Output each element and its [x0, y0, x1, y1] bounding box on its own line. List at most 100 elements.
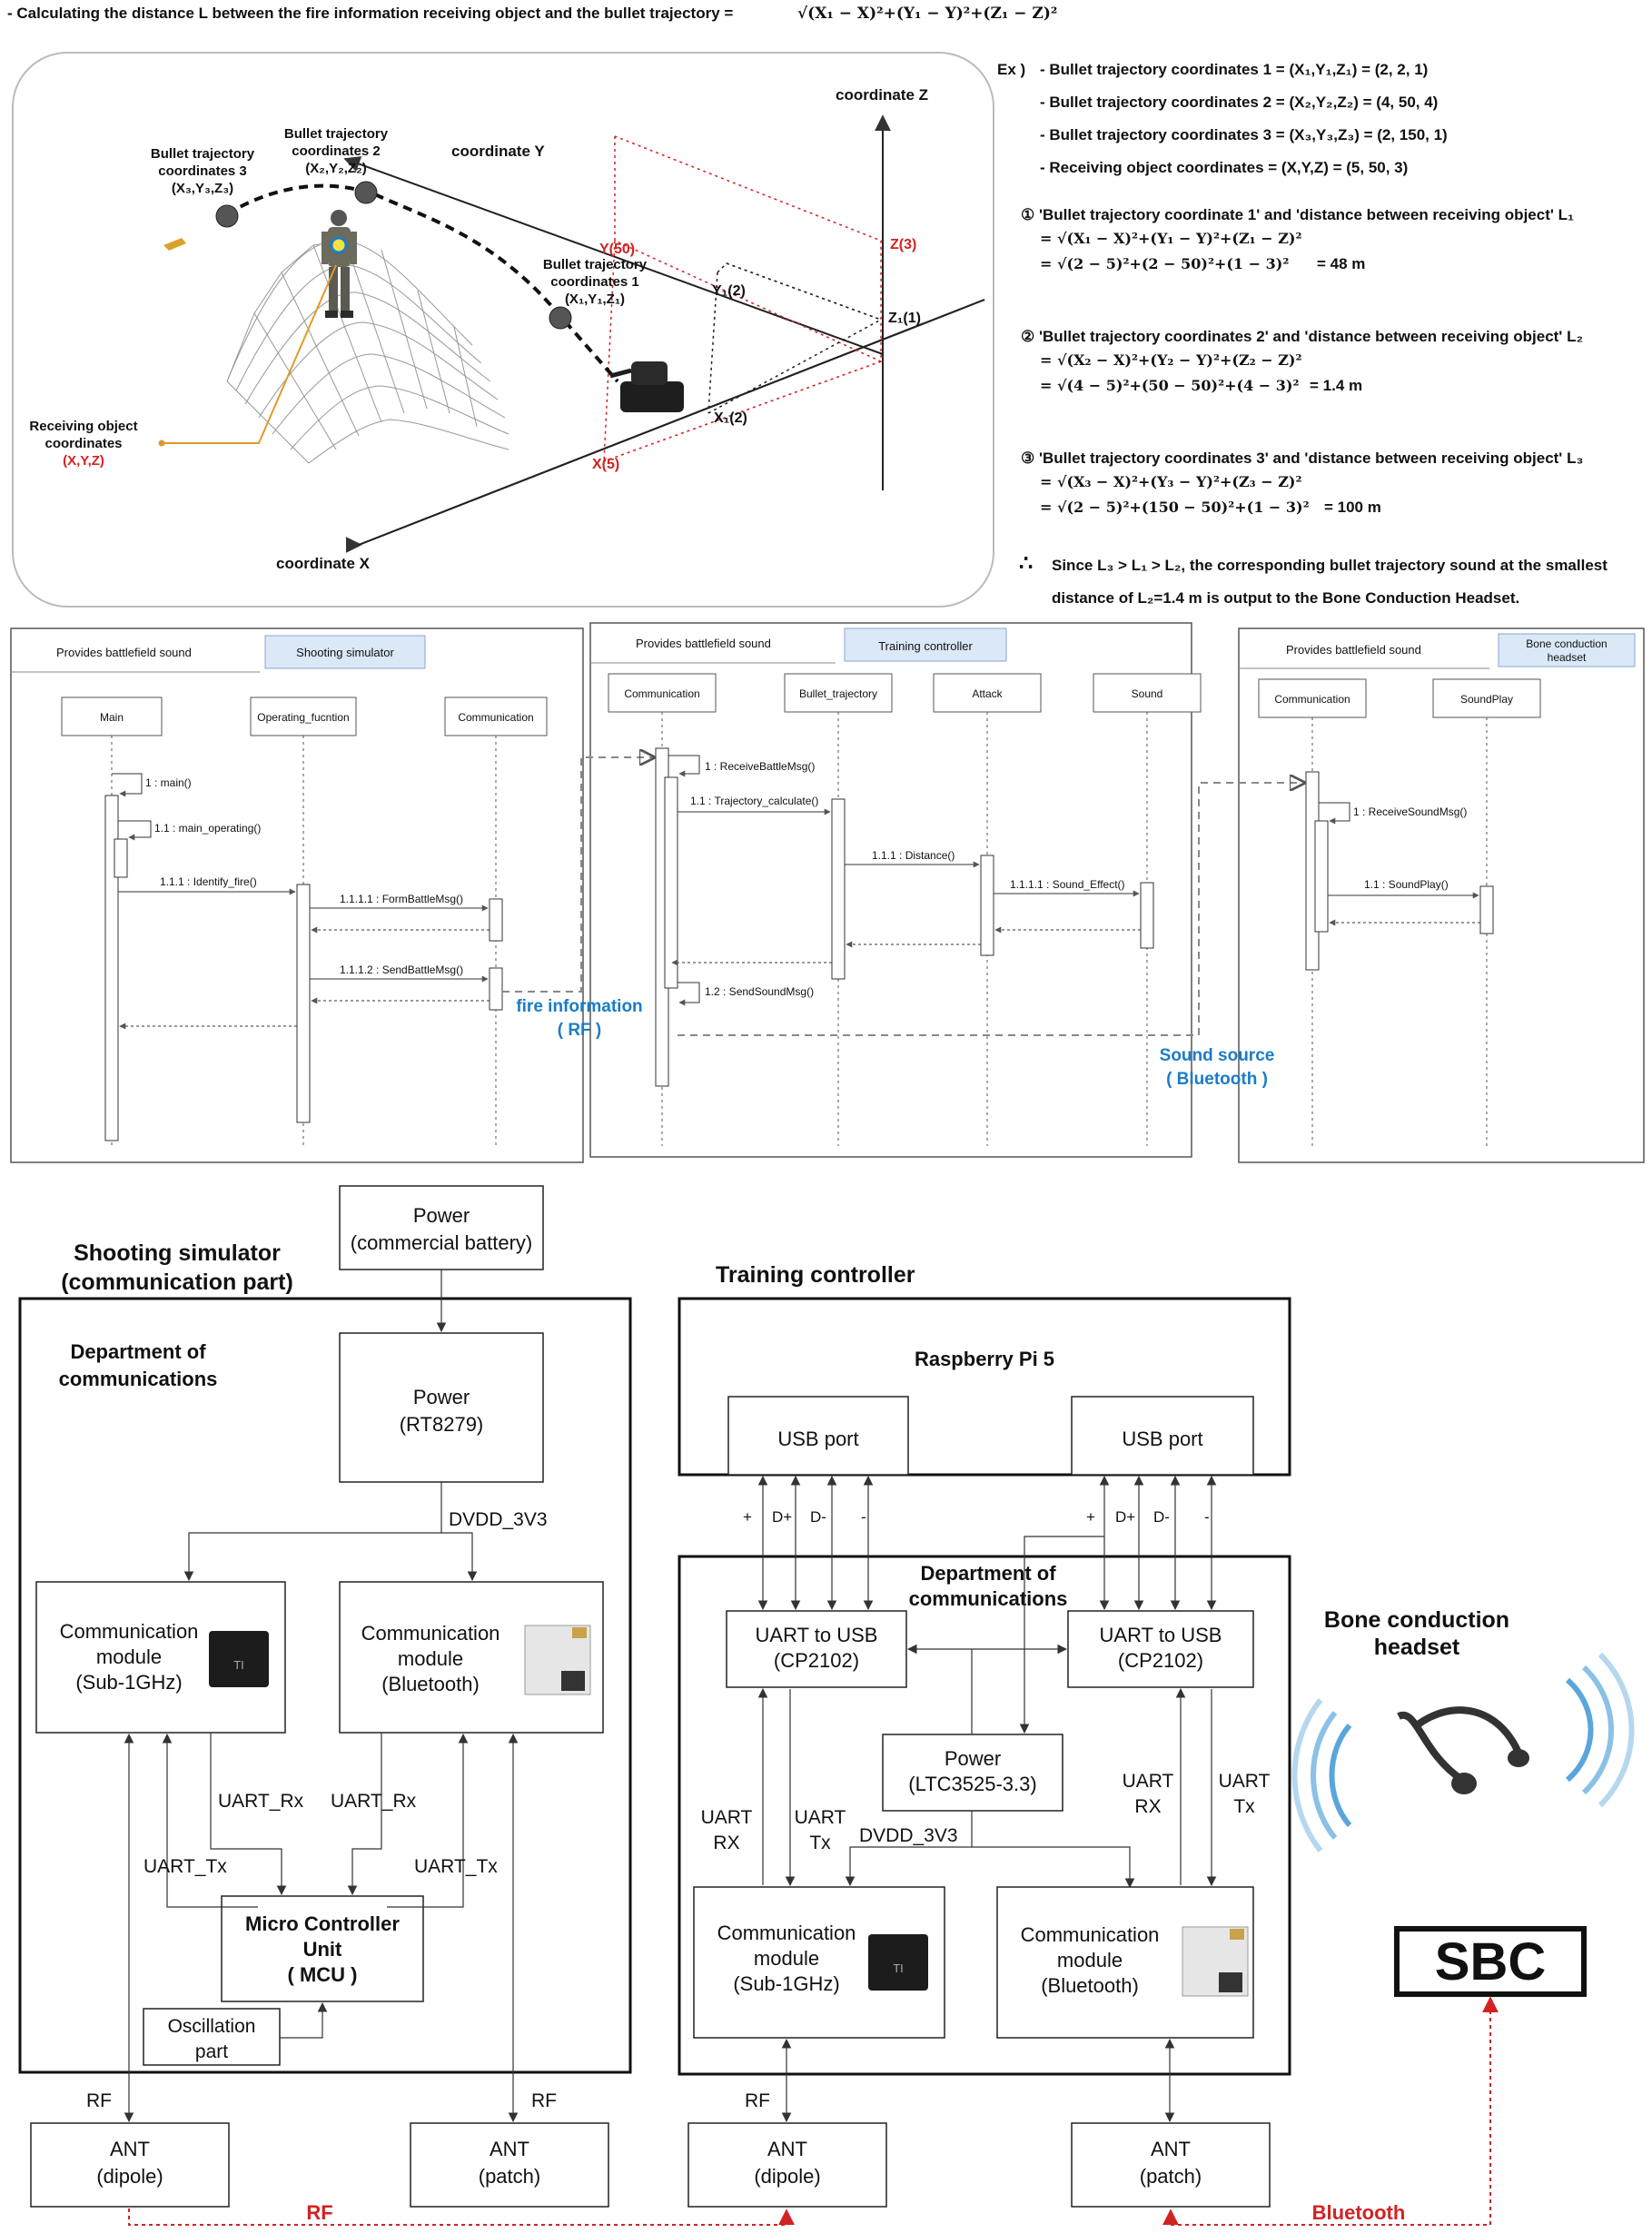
receiver-label-2: coordinates — [45, 436, 122, 451]
case3-title: ③ 'Bullet trajectory coordinates 3' and … — [1021, 450, 1583, 467]
svg-text:(dipole): (dipole) — [96, 2165, 163, 2188]
raspberry-pi-block — [678, 1297, 1291, 1477]
svg-text:ANT: ANT — [1151, 2138, 1191, 2160]
p2-lifeline-bullet: Bullet_trajectory — [799, 687, 877, 700]
svg-text:(patch): (patch) — [479, 2165, 540, 2188]
svg-text:(Bluetooth): (Bluetooth) — [1041, 1974, 1139, 1997]
projectile-icon — [163, 238, 186, 251]
sim-dvdd-label: DVDD_3V3 — [449, 1509, 548, 1530]
bt1-label-2: coordinates 1 — [550, 274, 639, 290]
bullet-trajectory-path — [225, 183, 619, 383]
msg-receive-battle: 1 : ReceiveBattleMsg() — [705, 760, 815, 773]
tank-figure — [609, 361, 684, 412]
fire-info-label-1: fire information — [516, 997, 642, 1016]
sim-title-2: (communication part) — [61, 1270, 293, 1295]
y50-label: Y(50) — [599, 242, 635, 257]
p3-lifeline-comm: Communication — [1274, 693, 1350, 706]
example-bt2: - Bullet trajectory coordinates 2 = (X₂,… — [1040, 94, 1438, 111]
tc-subghz-chip-icon: TI — [868, 1934, 928, 1991]
msg-main: 1 : main() — [145, 776, 192, 789]
receiver-label-3: (X,Y,Z) — [63, 453, 104, 469]
case3-result: = 100 m — [1324, 499, 1381, 516]
bt1-label-1: Bullet trajectory — [543, 257, 648, 272]
msg-form-battle: 1.1.1.1 : FormBattleMsg() — [340, 893, 463, 905]
sound-source-label-1: Sound source — [1160, 1046, 1275, 1065]
svg-text:ANT: ANT — [110, 2138, 150, 2160]
bullet-3-sphere — [215, 204, 239, 228]
svg-text:Communication: Communication — [717, 1922, 856, 1944]
z1-label: Z₁(1) — [888, 311, 921, 326]
rf-link-label: RF — [306, 2201, 332, 2224]
tc-uart-tx-l-1: UART — [795, 1807, 846, 1828]
link-fire-info — [502, 757, 654, 993]
tc-uart-tx-r-1: UART — [1219, 1771, 1271, 1792]
mcu-block — [221, 1895, 424, 2002]
usb-pin-plus-r: + — [1086, 1508, 1095, 1526]
tc-ant-dipole — [688, 2122, 887, 2208]
tc-dvdd-label: DVDD_3V3 — [859, 1825, 958, 1846]
svg-text:Training controller: Training controller — [878, 639, 973, 653]
svg-text:Micro Controller: Micro Controller — [245, 1912, 400, 1935]
axis-x-label: coordinate X — [276, 555, 371, 572]
svg-text:UART to USB: UART to USB — [756, 1624, 878, 1646]
usb-pin-minus-r: - — [1204, 1508, 1210, 1526]
x5-label: X(5) — [592, 457, 619, 472]
bt3-label-2: coordinates 3 — [158, 163, 247, 179]
tc-rf-label: RF — [745, 2090, 770, 2111]
sim-ant-dipole — [30, 2122, 230, 2208]
distance-formula: √(X₁ − X)²+(Y₁ − Y)²+(Z₁ − Z)² — [797, 5, 1057, 23]
svg-text:communications: communications — [909, 1587, 1068, 1610]
bt3-label-1: Bullet trajectory — [151, 146, 255, 162]
y1-label: Y₁(2) — [712, 283, 746, 299]
case1-result: = 48 m — [1317, 255, 1365, 272]
svg-text:TI: TI — [893, 1961, 904, 1975]
svg-text:(Bluetooth): (Bluetooth) — [381, 1673, 480, 1695]
usb-pin-lines — [757, 1475, 1217, 1611]
msg-send-battle: 1.1.1.2 : SendBattleMsg() — [340, 963, 463, 976]
p1-lifeline-operating: Operating_fucntion — [257, 711, 349, 724]
tc-uart-rx-r-1: UART — [1123, 1771, 1174, 1792]
sequence-panel-training-controller: Provides battlefield sound Training cont… — [589, 622, 1202, 1158]
case1-title: ① 'Bullet trajectory coordinate 1' and '… — [1021, 206, 1574, 223]
bullet-1-sphere — [549, 306, 572, 330]
x1-label: X₁(2) — [714, 410, 747, 426]
svg-text:Power: Power — [413, 1386, 470, 1408]
sbc-logo — [1394, 1926, 1587, 1997]
msg-receive-sound: 1 : ReceiveSoundMsg() — [1353, 805, 1467, 818]
svg-text:(LTC3525-3.3): (LTC3525-3.3) — [908, 1773, 1036, 1795]
svg-text:Unit: Unit — [303, 1938, 342, 1961]
svg-text:part: part — [195, 2041, 228, 2062]
bt1-label-3: (X₁,Y₁,Z₁) — [565, 291, 625, 307]
sequence-panel-shooting-simulator: Provides battlefield sound Shooting simu… — [10, 627, 584, 1163]
msg-soundplay: 1.1 : SoundPlay() — [1364, 878, 1449, 891]
tc-ant-patch — [1071, 2122, 1271, 2208]
case2-substituted: = √(4 − 5)²+(50 − 50)²+(4 − 3)² — [1040, 377, 1299, 394]
tc-comm-department — [678, 1555, 1291, 2076]
rf-wireless-link — [128, 2208, 795, 2226]
case2-formula: = √(X₂ − X)²+(Y₂ − Y)²+(Z₂ − Z)² — [1040, 351, 1301, 369]
fire-info-label-2: ( RF ) — [558, 1021, 602, 1040]
receiver-pointer-line — [162, 264, 337, 444]
uart-to-usb-left — [726, 1610, 907, 1688]
case3-substituted: = √(2 − 5)²+(150 − 50)²+(1 − 3)² — [1040, 499, 1310, 516]
p1-title: Provides battlefield sound — [56, 646, 192, 659]
case2-title: ② 'Bullet trajectory coordinates 2' and … — [1021, 328, 1583, 345]
sequence-panel-headset: Provides battlefield sound Bone conducti… — [1238, 627, 1645, 1163]
msg-main-operating: 1.1 : main_operating() — [154, 822, 261, 835]
tc-uart-tx-l-2: Tx — [809, 1833, 831, 1853]
headset-title-2: headset — [1374, 1635, 1460, 1660]
power-battery-block — [339, 1185, 544, 1270]
svg-text:Communication: Communication — [60, 1620, 199, 1643]
p2-lifeline-comm: Communication — [624, 687, 699, 700]
tc-uart-rx-l-2: RX — [713, 1833, 739, 1853]
sim-uart-tx-2: UART_Tx — [414, 1856, 498, 1877]
terrain-mesh — [226, 240, 509, 464]
sim-dept-label-1: Department of — [70, 1340, 206, 1363]
p3-tag — [1498, 633, 1636, 667]
bt2-label-1: Bullet trajectory — [284, 126, 389, 142]
tc-title: Training controller — [716, 1262, 915, 1288]
conclusion-line-2: distance of L₂=1.4 m is output to the Bo… — [1052, 589, 1519, 607]
svg-text:Communication: Communication — [361, 1622, 500, 1645]
example-tag: Ex ) — [997, 61, 1025, 78]
